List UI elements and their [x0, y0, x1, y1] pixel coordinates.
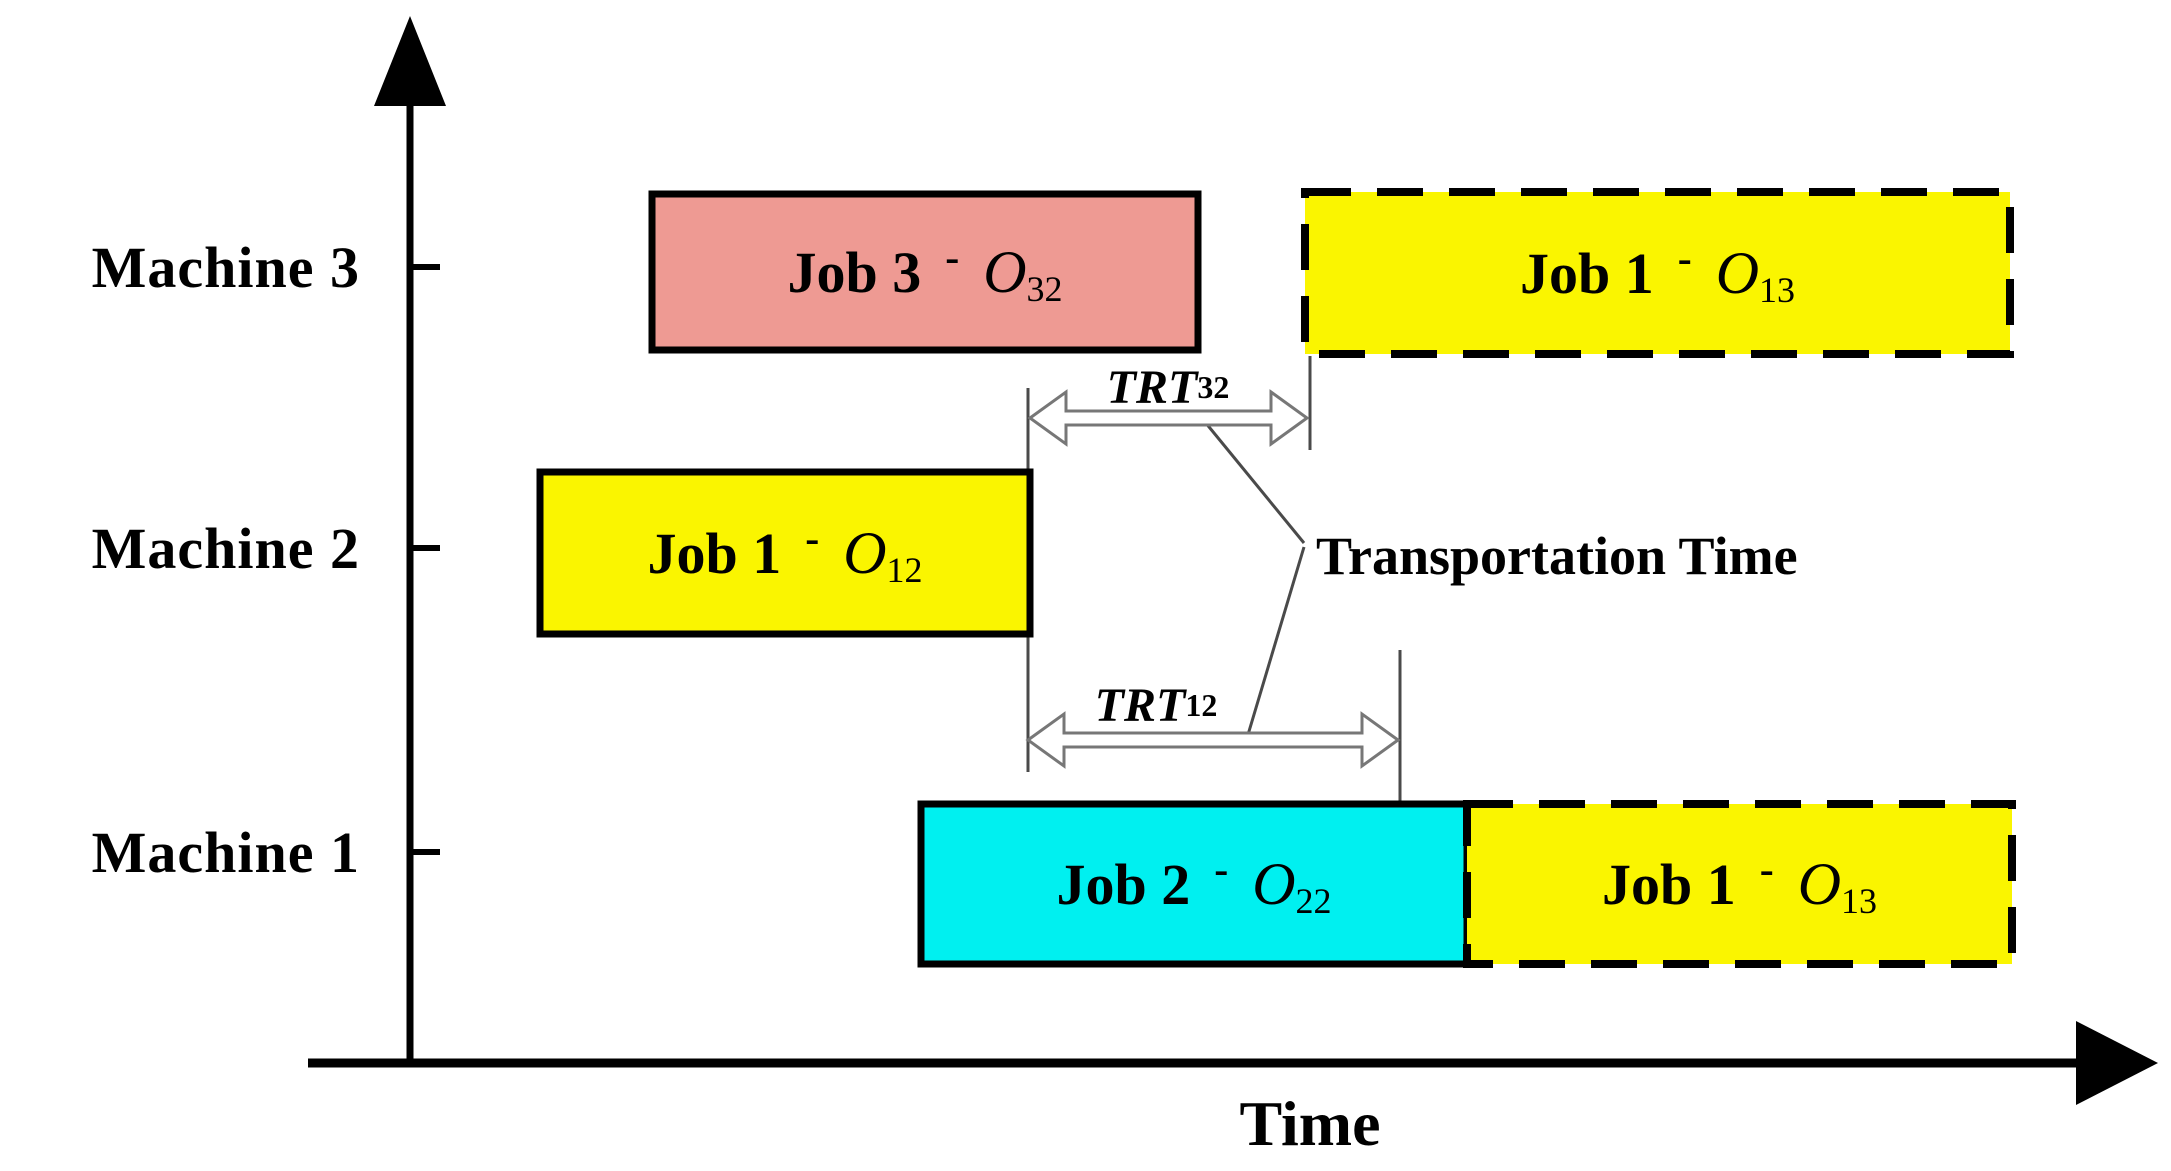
y-axis-arrowhead-icon: [374, 16, 446, 106]
job-name-text: Job 2: [1056, 851, 1191, 917]
leader-line-lower: [1245, 546, 1306, 739]
bar-machine1-job1: [1463, 800, 2016, 968]
job-op-separator: -: [805, 516, 820, 562]
operation-subscript: 32: [1026, 268, 1063, 309]
operation-symbol: O13: [1797, 850, 1878, 921]
operation-symbol: O22: [1252, 850, 1332, 921]
job-op-separator: -: [1214, 847, 1229, 893]
x-axis-arrowhead-icon: [2076, 1021, 2158, 1105]
bar-machine3-job3: [648, 190, 1202, 354]
job-op-separator: -: [1759, 847, 1774, 893]
time-axis-label: Time: [1239, 1088, 1381, 1159]
machine-3-label: Machine 3: [91, 234, 360, 300]
job-name-text: Job 1: [1601, 851, 1736, 917]
machine-1-label: Machine 1: [91, 819, 360, 885]
trt32-double-arrow-icon: [1027, 389, 1310, 447]
bar-label-machine1-job1: Job 1-O13: [1467, 804, 2012, 964]
operation-subscript: 12: [886, 549, 923, 590]
bar-label-machine1-job2: Job 2-O22: [921, 804, 1467, 964]
operation-symbol: O13: [1715, 239, 1796, 310]
bar-machine3-job1: [1301, 188, 2014, 358]
bar-label-machine3-job3: Job 3-O32: [652, 194, 1198, 350]
job-name-text: Job 1: [1519, 240, 1654, 306]
operation-subscript: 13: [1841, 880, 1878, 921]
trt12-double-arrow-icon: [1025, 711, 1401, 769]
job-op-separator: -: [945, 235, 960, 281]
transportation-time-label: Transportation Time: [1316, 526, 1798, 586]
machine-2-label: Machine 2: [91, 515, 360, 581]
operation-symbol: O32: [983, 238, 1063, 309]
bar-label-machine3-job1: Job 1-O13: [1305, 192, 2010, 354]
job-op-separator: -: [1677, 236, 1692, 282]
bar-machine2-job1: [536, 468, 1034, 638]
bar-label-machine2-job1: Job 1-O12: [540, 472, 1030, 634]
bar-machine1-job2: [917, 800, 1471, 968]
leader-line-upper: [1203, 421, 1306, 544]
operation-symbol: O12: [843, 519, 923, 590]
operation-subscript: 13: [1759, 269, 1796, 310]
job-name-text: Job 1: [647, 520, 782, 586]
job-name-text: Job 3: [787, 239, 922, 305]
operation-subscript: 22: [1295, 880, 1332, 921]
